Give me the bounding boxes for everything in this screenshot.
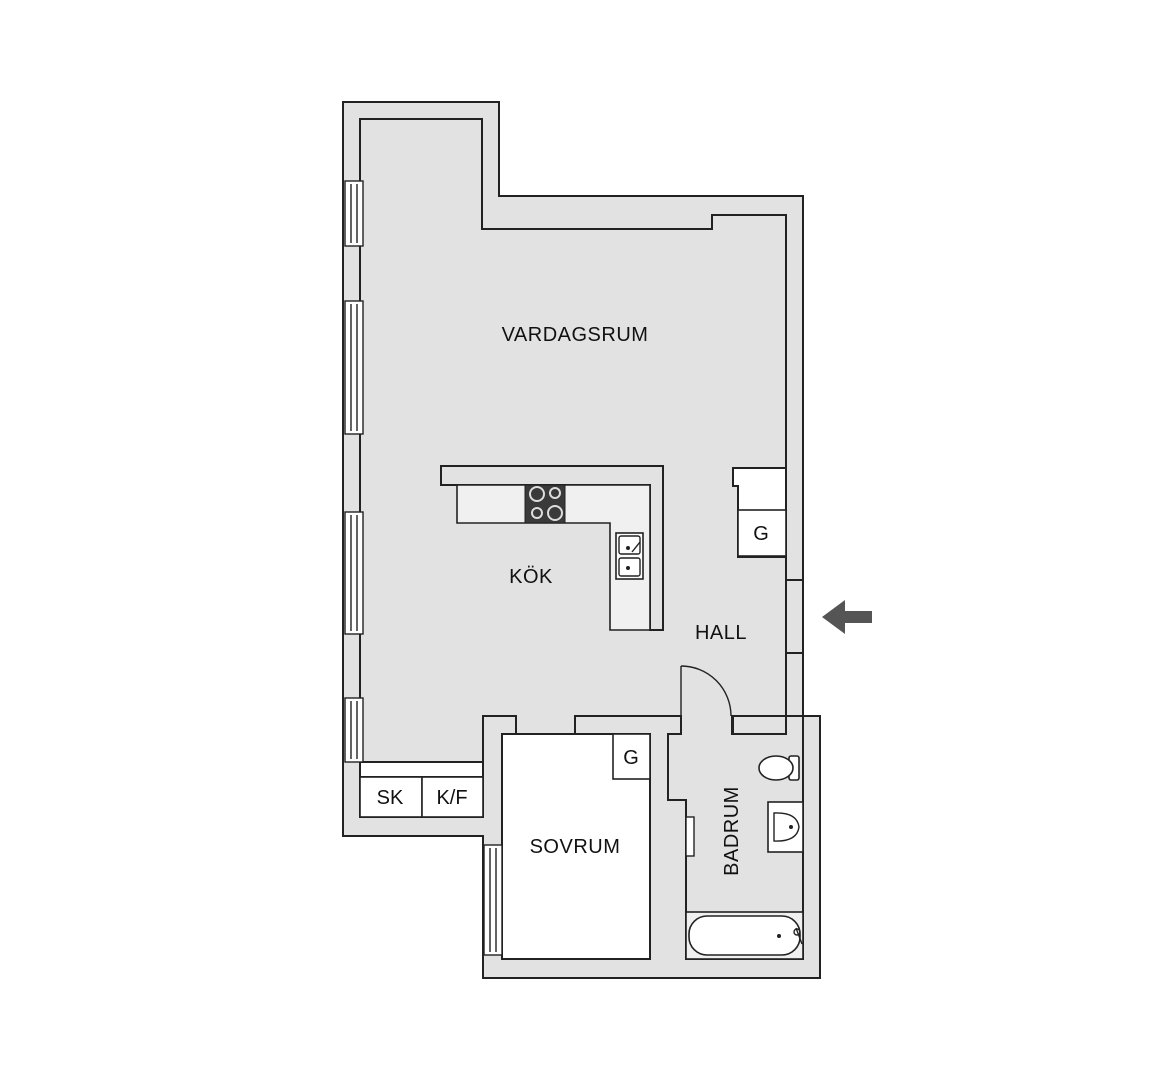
kf-label: K/F <box>436 787 467 809</box>
living-room-label: VARDAGSRUM <box>502 324 649 346</box>
hall-wardrobe <box>737 509 787 557</box>
hall-label: HALL <box>695 622 747 644</box>
bathroom-label: BADRUM <box>721 786 743 876</box>
kitchen-label: KÖK <box>509 566 553 588</box>
bathroom-radiator <box>685 816 695 857</box>
hall-wardrobe-label: G <box>753 523 769 545</box>
window-bedroom <box>483 844 503 956</box>
bedroom-label: SOVRUM <box>530 836 621 858</box>
bedroom-wardrobe-label: G <box>623 747 639 769</box>
window-west-4 <box>344 697 364 763</box>
window-west-1 <box>344 180 364 247</box>
toilet-icon <box>758 755 800 781</box>
kf-closet <box>421 776 484 818</box>
outer-outline <box>342 101 821 979</box>
window-west-2 <box>344 300 364 435</box>
bathtub-icon <box>685 911 804 960</box>
sink-icon <box>615 532 644 580</box>
bedroom-wardrobe <box>612 733 651 780</box>
window-west-3 <box>344 511 364 635</box>
sk-closet <box>359 776 423 818</box>
bathroom-door <box>680 665 732 717</box>
kitchen-counter <box>440 465 664 631</box>
entrance-arrow-icon <box>822 600 872 634</box>
sk-label: SK <box>377 787 404 809</box>
washbasin-icon <box>767 801 804 853</box>
stove-icon <box>524 484 566 524</box>
